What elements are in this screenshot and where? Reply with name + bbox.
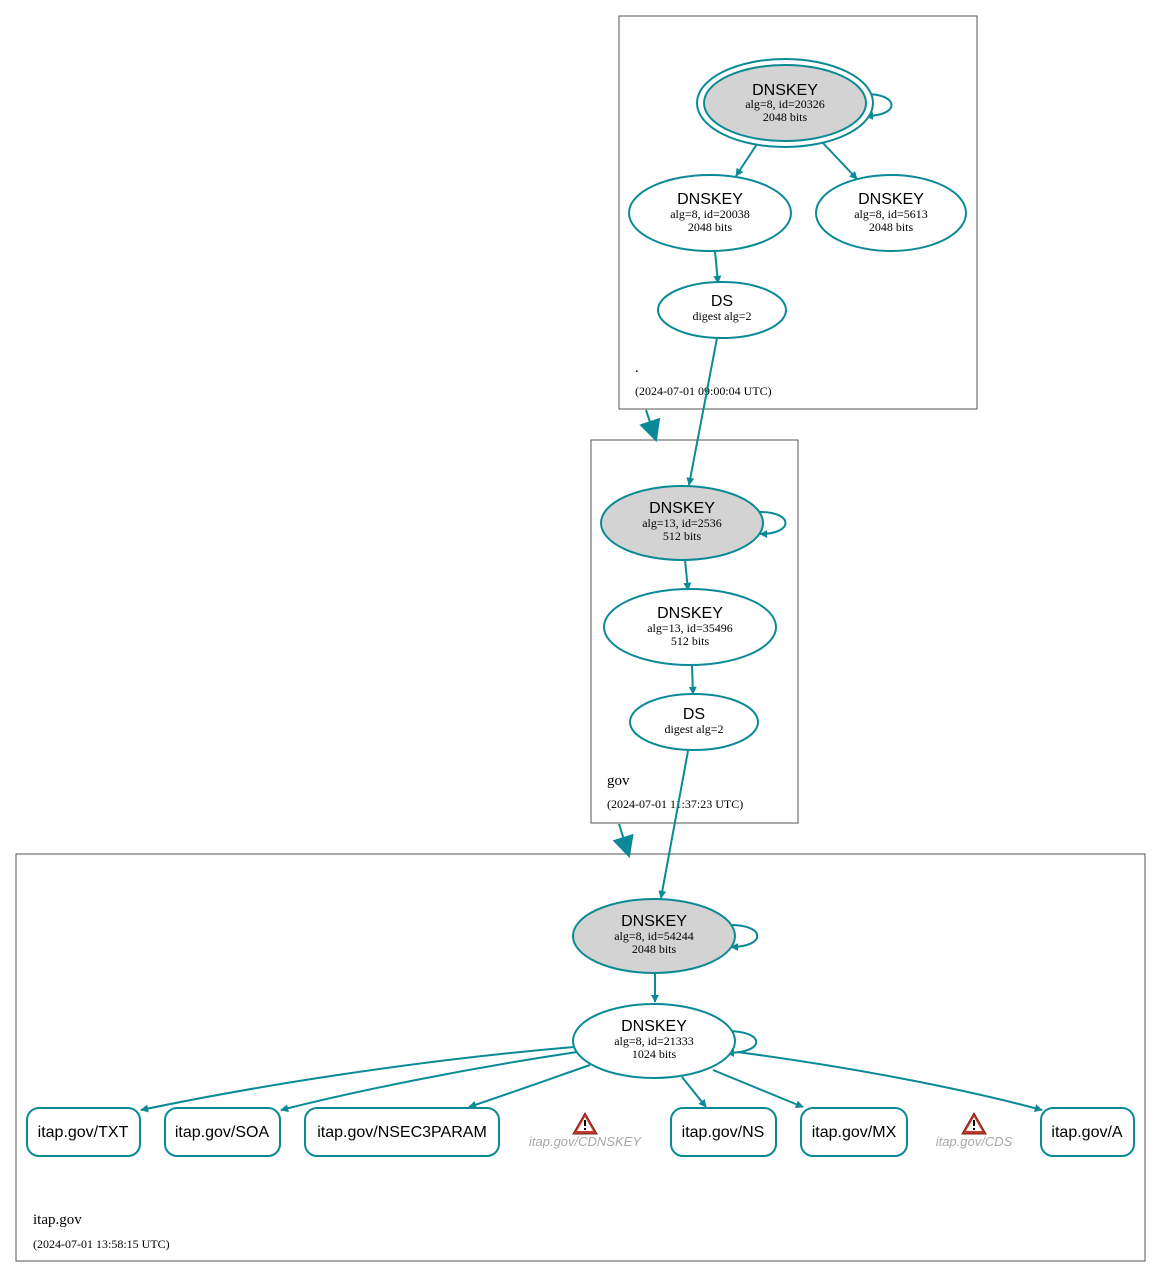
rrset-a[interactable]: itap.gov/A: [1040, 1107, 1135, 1157]
zone-root-box: [618, 15, 978, 410]
warning-triangle-icon: [572, 1111, 598, 1135]
edge-root-ksk-zsk2: [821, 141, 858, 180]
rrset-soa[interactable]: itap.gov/SOA: [164, 1107, 281, 1157]
node-detail: alg=8, id=20038: [670, 207, 750, 221]
rrset-ns[interactable]: itap.gov/NS: [670, 1107, 777, 1157]
node-size: 2048 bits: [688, 220, 733, 234]
node-root-zsk-20038[interactable]: DNSKEY alg=8, id=20038 2048 bits: [628, 174, 792, 252]
edge-root-zsk1-ds: [713, 250, 722, 284]
node-title: DNSKEY: [858, 191, 924, 208]
edge-root-ksk-zsk1: [735, 143, 758, 177]
edge-itap-zsk-txt: [140, 1046, 575, 1113]
node-detail: alg=8, id=20326: [745, 97, 825, 111]
node-size: 1024 bits: [632, 1047, 677, 1061]
rrset-label: itap.gov/A: [1051, 1124, 1122, 1141]
node-size: 2048 bits: [763, 110, 808, 124]
warning-cdnskey[interactable]: itap.gov/CDNSKEY: [529, 1111, 642, 1149]
edge-gov-ds-itap-ksk: [658, 750, 689, 899]
zone-root-timestamp: (2024-07-01 09:00:04 UTC): [635, 384, 772, 398]
edge-gov-ksk-zsk: [683, 559, 692, 591]
node-size: 2048 bits: [869, 220, 914, 234]
zone-itap-timestamp: (2024-07-01 13:58:15 UTC): [33, 1237, 170, 1251]
zone-itap-box: [15, 853, 1146, 1262]
delegation-arrow-root-gov: [639, 409, 661, 443]
node-size: 2048 bits: [632, 942, 677, 956]
zone-gov-timestamp: (2024-07-01 11:37:23 UTC): [607, 797, 743, 811]
node-detail: alg=13, id=2536: [642, 516, 722, 530]
node-detail: alg=8, id=54244: [614, 929, 694, 943]
delegation-arrow-gov-itap: [612, 823, 634, 859]
warning-label: itap.gov/CDS: [936, 1134, 1013, 1149]
node-title: DS: [683, 706, 705, 723]
node-title: DS: [711, 293, 733, 310]
warning-triangle-icon: [961, 1111, 987, 1135]
node-title: DNSKEY: [752, 82, 818, 99]
rrset-label: itap.gov/SOA: [175, 1124, 270, 1141]
rrset-mx[interactable]: itap.gov/MX: [800, 1107, 908, 1157]
node-title: DNSKEY: [657, 605, 723, 622]
edge-itap-zsk-a: [736, 1051, 1043, 1112]
node-detail: digest alg=2: [664, 722, 723, 736]
rrset-label: itap.gov/MX: [812, 1124, 897, 1141]
zone-gov-box: [590, 439, 799, 824]
edge-itap-zsk-ns: [681, 1076, 707, 1108]
edge-itap-ksk-self: [730, 924, 759, 951]
zone-gov-name: gov: [607, 773, 630, 789]
warning-label: itap.gov/CDNSKEY: [529, 1134, 642, 1149]
node-size: 512 bits: [671, 634, 710, 648]
node-itap-ksk[interactable]: DNSKEY alg=8, id=54244 2048 bits: [572, 898, 736, 974]
node-title: DNSKEY: [677, 191, 743, 208]
edge-root-ksk-self: [865, 93, 893, 120]
node-detail: alg=13, id=35496: [647, 621, 733, 635]
node-detail: digest alg=2: [692, 309, 751, 323]
edge-gov-ksk-self: [759, 511, 787, 538]
rrset-label: itap.gov/NSEC3PARAM: [317, 1124, 487, 1141]
edge-itap-zsk-soa: [280, 1051, 578, 1113]
node-gov-ds[interactable]: DS digest alg=2: [629, 693, 759, 751]
edge-root-ds-gov-ksk: [686, 337, 718, 486]
node-size: 512 bits: [663, 529, 702, 543]
zone-itap-name: itap.gov: [33, 1212, 82, 1228]
node-root-ds[interactable]: DS digest alg=2: [657, 281, 787, 339]
node-gov-zsk[interactable]: DNSKEY alg=13, id=35496 512 bits: [603, 588, 777, 666]
rrset-label: itap.gov/NS: [682, 1124, 765, 1141]
node-itap-zsk[interactable]: DNSKEY alg=8, id=21333 1024 bits: [572, 1003, 736, 1079]
rrset-label: itap.gov/TXT: [38, 1124, 129, 1141]
node-title: DNSKEY: [621, 913, 687, 930]
node-detail: alg=8, id=21333: [614, 1034, 694, 1048]
node-title: DNSKEY: [649, 500, 715, 517]
edge-gov-zsk-ds: [688, 664, 697, 695]
edge-itap-zsk-mx: [712, 1069, 804, 1108]
rrset-nsec3param[interactable]: itap.gov/NSEC3PARAM: [304, 1107, 500, 1157]
zone-root-name: .: [635, 360, 639, 376]
node-root-ksk[interactable]: DNSKEY alg=8, id=20326 2048 bits: [696, 58, 874, 148]
edge-itap-zsk-nsec3param: [468, 1064, 591, 1109]
node-gov-ksk[interactable]: DNSKEY alg=13, id=2536 512 bits: [600, 485, 764, 561]
warning-cds[interactable]: itap.gov/CDS: [936, 1111, 1013, 1149]
node-root-zsk-5613[interactable]: DNSKEY alg=8, id=5613 2048 bits: [815, 174, 967, 252]
rrset-txt[interactable]: itap.gov/TXT: [26, 1107, 141, 1157]
node-title: DNSKEY: [621, 1018, 687, 1035]
node-detail: alg=8, id=5613: [854, 207, 928, 221]
